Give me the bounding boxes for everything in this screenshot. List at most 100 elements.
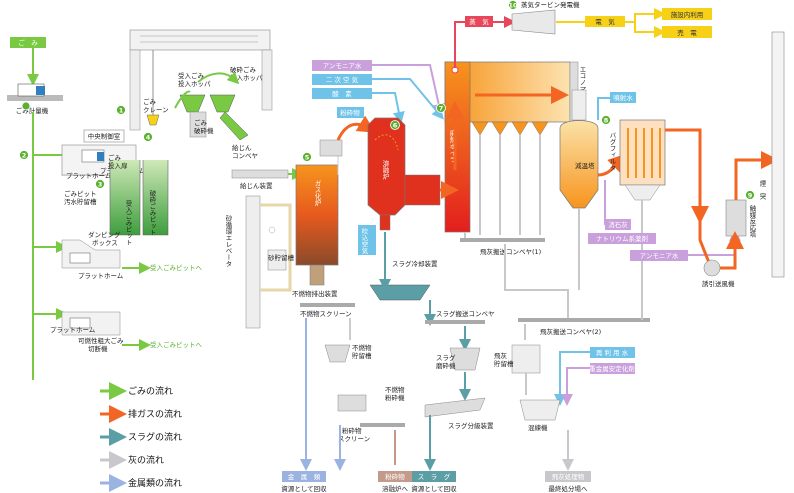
svg-text:蒸気タービン発電機: 蒸気タービン発電機 [521,0,580,9]
sell-power-tag [662,26,712,38]
electric-tag [585,16,625,27]
svg-text:重金属安定化剤: 重金属安定化剤 [589,364,635,373]
output-powder-tag [378,471,412,482]
svg-text:10: 10 [508,2,518,10]
svg-text:不燃物粉砕機: 不燃物粉砕機 [385,385,405,402]
svg-text:飛灰貯留槽: 飛灰貯留槽 [494,351,514,368]
stack [771,31,785,278]
boiler-section: 廃熱ボイラ 7 飛灰搬送コンベヤ(1) 蒸 気 10 蒸気タービン発電機 [436,0,712,318]
hopper2-label: 破砕ごみ投入ホッパ [230,65,263,82]
svg-text:ごみ破砕機: ごみ破砕機 [194,118,214,135]
svg-text:給じん装置: 給じん装置 [240,181,273,190]
number-7-badge [436,103,446,113]
feed-conveyor [219,111,249,141]
svg-text:4: 4 [146,134,151,142]
number-5-badge [302,152,312,162]
heavy-metal-tag [590,363,635,374]
crane-label: ごみクレーン [143,97,169,114]
svg-text:排ガスの流れ: 排ガスの流れ [128,408,182,420]
svg-text:ナトリウム系薬剤: ナトリウム系薬剤 [596,234,648,243]
bulky-truck [69,317,91,329]
svg-text:再 利 用 水: 再 利 用 水 [596,348,629,357]
slag-separator [424,397,486,418]
gasifier-section: 砂循環エレベータ 砂貯留槽 5 ガス化炉 不燃物排出装置 不燃物スクリーン 不燃… [224,115,405,471]
legend-item-garbage: ごみの流れ [100,382,173,400]
svg-text:噴射水: 噴射水 [613,93,633,102]
gas-treatment: エコノマイザ 8 噴射水 減温塔 バグフィルタ 消石灰 ナトリウム系薬剤 アンモ… [559,31,785,300]
svg-text:6: 6 [393,122,398,130]
svg-text:受入ごみピットへ: 受入ごみピットへ [150,263,203,272]
svg-text:金属類の流れ: 金属類の流れ [128,477,182,489]
number-10-badge [508,0,518,10]
boiler-riser [444,61,471,233]
induced-fan [703,259,721,277]
legend-item-slag: スラグの流れ [100,428,182,446]
svg-text:金 属 類: 金 属 類 [288,472,321,481]
svg-text:2: 2 [22,152,27,160]
dumping-truck [69,252,91,264]
legend-item-exhaust: 排ガスの流れ [100,405,182,423]
melting-section: 粉砕物 アンモニア水 二 次 空 気 酸 素 溶融炉 6 二次燃焼室 吹込空気 … [312,60,495,471]
pit-water-label: ごみピット汚水貯留槽 [64,189,97,206]
incombust-crusher [337,394,367,412]
ammonia2-tag [630,250,688,261]
svg-text:5: 5 [305,154,310,162]
svg-text:酸 素: 酸 素 [332,89,352,98]
svg-text:スラグ分級装置: スラグ分級装置 [448,421,494,430]
svg-text:給じんコンベヤ: 給じんコンベヤ [232,143,258,160]
svg-text:飛灰搬送コンベヤ(1): 飛灰搬送コンベヤ(1) [480,247,541,256]
svg-text:砂循環エレベータ: 砂循環エレベータ [224,214,232,267]
number-6-badge [390,120,400,130]
svg-text:砂貯留槽: 砂貯留槽 [268,253,295,262]
svg-text:ごみ投入扉: ごみ投入扉 [108,153,128,170]
svg-text:8: 8 [604,117,609,125]
svg-text:中央制御室: 中央制御室 [88,132,121,141]
legend-item-metal: 金属類の流れ [100,474,182,492]
number-2-badge [19,150,29,160]
svg-text:混練機: 混練機 [528,423,548,432]
svg-text:3: 3 [98,181,103,189]
number-9-badge [745,190,755,200]
secondary-chamber [404,174,441,206]
svg-text:粉砕物: 粉砕物 [385,472,405,481]
number-3-badge [95,179,105,189]
svg-text:スラグ磨砕機: スラグ磨砕機 [436,353,456,370]
svg-text:減温塔: 減温塔 [575,161,595,170]
number-8-badge [601,115,611,125]
bag-filter [619,119,666,186]
bulky-cutter-label: 可燃性粗大ごみ切断機 [78,336,124,353]
weighbridge [7,95,63,101]
incombust-tank [324,344,351,363]
hopper1-label: 受入ごみ投入ホッパ [178,71,211,88]
svg-text:灰の流れ: 灰の流れ [128,454,164,466]
platform-text: プラットホーム [66,172,112,180]
sand-tank [267,249,287,271]
svg-text:売 電: 売 電 [677,28,697,37]
gasifier [295,164,339,266]
svg-text:1: 1 [119,107,124,115]
svg-text:最終処分場へ: 最終処分場へ [549,484,589,493]
slaked-lime-tag [605,219,631,230]
number-1-badge [21,101,31,111]
garbage-tag-text: ご み [18,38,38,47]
svg-text:二 次 空 気: 二 次 空 気 [326,75,359,84]
facility-use-tag [662,8,712,20]
hopper-1 [179,94,206,113]
legend-item-ash: 灰の流れ [100,451,164,469]
svg-text:アンモニア水: アンモニア水 [640,251,679,260]
svg-text:バグフィルタ: バグフィルタ [608,132,616,172]
svg-text:プラットホーム: プラットホーム [50,326,96,334]
svg-text:溶融炉: 溶融炉 [381,159,389,181]
reception-area: ご み ごみ計量機 2 中央制御室 プラットホーム 3 プラットホーム ごみピッ… [7,29,304,380]
weighbridge-label: ごみ計量機 [16,106,49,115]
mixer [519,399,561,421]
svg-text:煙 突: 煙 突 [758,179,766,201]
svg-text:エコノマイザ: エコノマイザ [578,66,586,105]
output-ash-tag [545,471,591,482]
svg-text:アンモニア水: アンモニア水 [323,61,362,70]
svg-text:9: 9 [748,192,753,200]
svg-text:飛灰搬送コンベヤ(2): 飛灰搬送コンベヤ(2) [540,327,601,336]
control-room [83,129,125,143]
garbage-tag [10,37,46,48]
